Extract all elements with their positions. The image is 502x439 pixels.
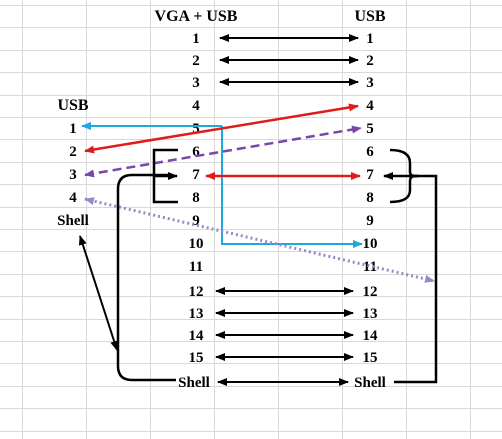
right-pin-label: 3 (366, 75, 374, 91)
left-pin-label: 2 (192, 53, 200, 69)
right-pin-label: 5 (366, 121, 374, 137)
left-pin-label: 8 (192, 190, 200, 206)
left-pin-label: 6 (192, 144, 200, 160)
left-pin-label: 12 (189, 284, 204, 300)
straight-connections (215, 34, 359, 386)
lavender-dotted-usb4-to-shell (84, 197, 435, 283)
usb-pin-labels: 1 2 3 4 Shell (57, 121, 89, 229)
right-pin-label: Shell (354, 375, 386, 391)
right-shell-bus (394, 174, 438, 384)
right-pin-label: 7 (366, 167, 374, 183)
header-vga-usb: VGA + USB (155, 8, 238, 25)
usb-pin-label: 4 (69, 190, 77, 206)
left-pin-label: 13 (189, 306, 204, 322)
usb-pin-label: 2 (69, 144, 77, 160)
left-pin-label: 1 (192, 31, 200, 47)
usb-pin-label: 1 (69, 121, 77, 137)
left-pin-label: Shell (178, 375, 210, 391)
left-pin-label: 7 (192, 167, 200, 183)
right-pin-label: 10 (363, 236, 378, 252)
cyan-pin5-to-pin10 (221, 126, 363, 248)
left-pin-label: 14 (189, 328, 205, 344)
right-pin-label: 9 (366, 213, 374, 229)
header-usb-left: USB (57, 97, 88, 114)
left-shell-bus (116, 173, 176, 382)
right-pin-label: 6 (366, 144, 374, 160)
left-pin-label: 5 (192, 121, 200, 137)
right-pin-label: 1 (366, 31, 374, 47)
left-pin-labels: 1 2 3 4 5 6 7 8 9 10 11 12 13 14 15 Shel… (178, 31, 210, 391)
left-pin-label: 15 (189, 350, 204, 366)
left-pin-label: 11 (189, 259, 203, 275)
purple-dashed-usb3-to-pin5 (84, 125, 362, 178)
usb-pin-label: Shell (57, 213, 89, 229)
header-usb-right: USB (354, 8, 385, 25)
left-pin-label: 3 (192, 75, 200, 91)
right-pin-label: 4 (366, 98, 374, 114)
right-pin-label: 15 (363, 350, 378, 366)
right-pin-label: 11 (363, 259, 377, 275)
right-pin-label: 2 (366, 53, 374, 69)
left-pin-label: 4 (192, 98, 200, 114)
right-pin-labels: 1 2 3 4 5 6 7 8 9 10 11 12 13 14 15 Shel… (354, 31, 386, 391)
right-pin-label: 8 (366, 190, 374, 206)
right-pin-label: 14 (363, 328, 379, 344)
arrow-usb-shell-to-bus (78, 235, 119, 351)
right-pin-label: 13 (363, 306, 378, 322)
usb-pin-label: 3 (69, 167, 77, 183)
left-pin-label: 10 (189, 236, 204, 252)
right-pin-label: 12 (363, 284, 378, 300)
